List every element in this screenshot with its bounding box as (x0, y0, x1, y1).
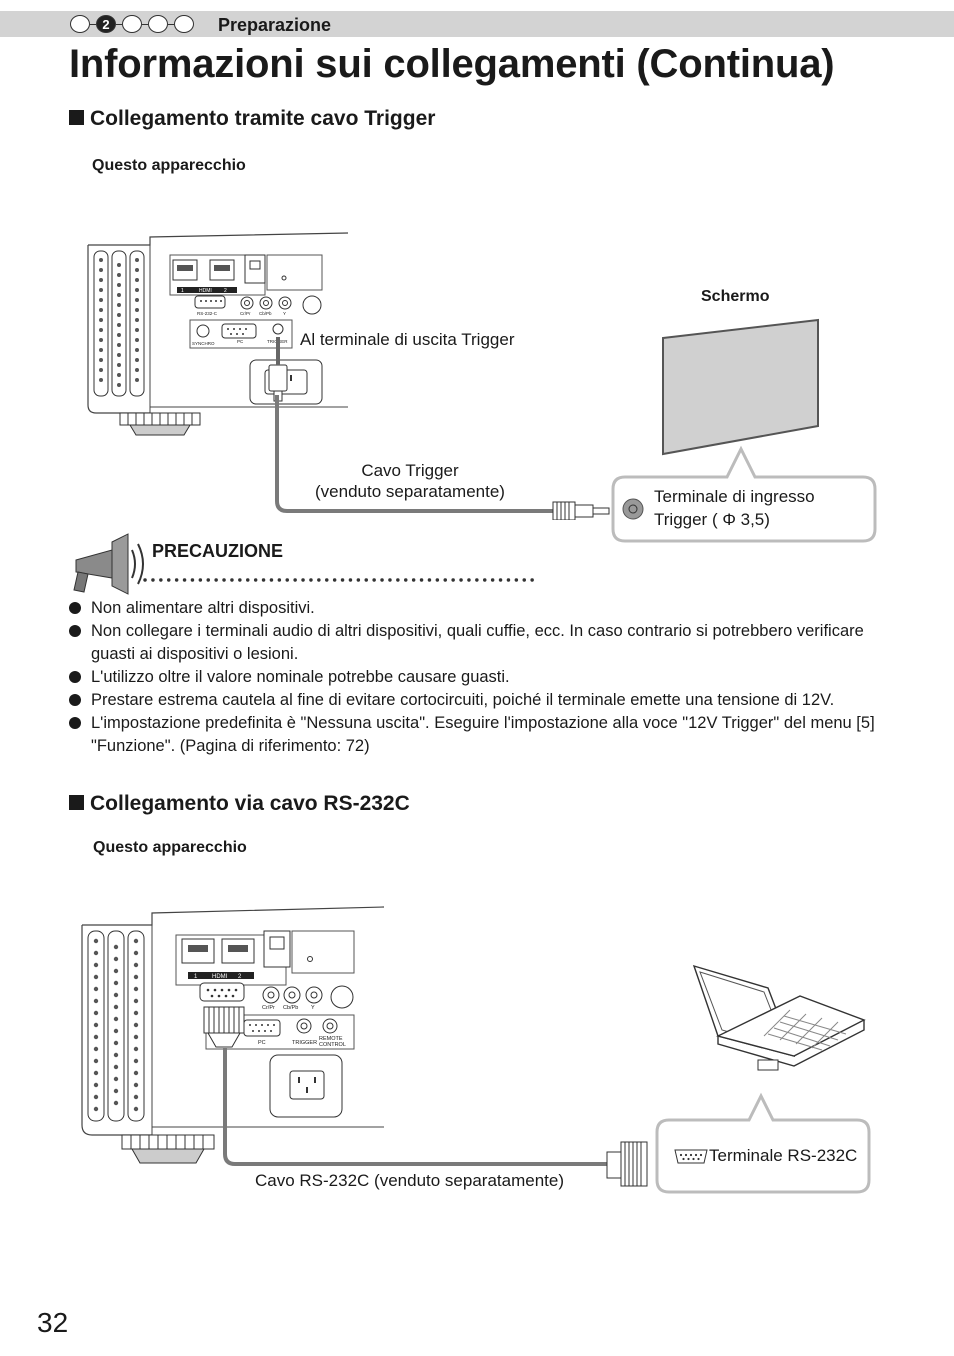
rs232-cable-label: Cavo RS-232C (venduto separatamente) (255, 1171, 564, 1190)
step-5 (174, 15, 194, 33)
trigger-input-callout (611, 445, 877, 543)
svg-text:Cr/Pr: Cr/Pr (240, 311, 251, 316)
caution-item: L'utilizzo oltre il valore nominale potr… (69, 666, 889, 689)
svg-text:CONTROL: CONTROL (319, 1042, 346, 1048)
laptop-illustration (692, 964, 866, 1071)
vent-grille (87, 930, 145, 1122)
section-name: Preparazione (218, 15, 332, 35)
rs232-port (199, 982, 245, 1002)
step-2-active: 2 (96, 15, 116, 33)
trigger-plug (268, 364, 288, 392)
svg-text:Cr/Pr: Cr/Pr (262, 1005, 275, 1011)
svg-text:2: 2 (238, 974, 242, 980)
trigger-device-label: Questo apparecchio (92, 157, 246, 174)
rs232-device-label: Questo apparecchio (93, 839, 247, 856)
step-4 (148, 15, 168, 33)
trigger-output-label: Al terminale di uscita Trigger (300, 330, 515, 349)
megaphone-icon (73, 533, 144, 595)
svg-text:2: 2 (224, 288, 227, 294)
db9-port-icon (674, 1149, 708, 1164)
rs232-port (194, 295, 226, 309)
trigger-cable-line1: Cavo Trigger (361, 461, 459, 480)
trigger-input-line1: Terminale di ingresso (654, 487, 815, 506)
cbpb-port (240, 296, 254, 310)
svg-text:Cb/Pb: Cb/Pb (283, 1005, 298, 1011)
svg-text:HDMI: HDMI (212, 974, 228, 980)
svg-text:1: 1 (181, 288, 184, 294)
caution-item: Non collegare i terminali audio di altri… (69, 620, 889, 666)
svg-text:RS-232-C: RS-232-C (197, 311, 218, 316)
svg-text:PC: PC (258, 1040, 266, 1046)
square-bullet-icon (69, 110, 84, 125)
page-number: 32 (37, 1307, 69, 1338)
trigger-mini-plug (552, 501, 610, 520)
step-1 (70, 15, 90, 33)
foot (121, 1134, 215, 1164)
vent-grille (93, 250, 145, 397)
svg-text:Y: Y (283, 311, 286, 316)
svg-text:HDMI: HDMI (199, 288, 212, 294)
step-indicator: 2 (70, 13, 194, 35)
projector-rear-diagram: 1 HDMI 2 RS-232-C Cr/Pr Cb/Pb Y SYNCHRO … (87, 232, 349, 436)
step-3 (122, 15, 142, 33)
projector-rear-diagram-2: 1 HDMI 2 Cr/Pr Cb/Pb Y PC TRIGGER REMOTE… (81, 906, 385, 1164)
svg-text:TRIGGER: TRIGGER (292, 1040, 317, 1046)
svg-text:Y: Y (311, 1005, 315, 1011)
trigger-cable (275, 395, 610, 520)
svg-text:REMOTE: REMOTE (319, 1036, 343, 1042)
rs232-plug (203, 1006, 245, 1048)
svg-text:SYNCHRO: SYNCHRO (192, 341, 215, 346)
trigger-cable-line2: (venduto separatamente) (315, 482, 505, 501)
dotted-divider (143, 578, 538, 582)
page-title: Informazioni sui collegamenti (Continua) (69, 42, 835, 86)
caution-list: Non alimentare altri dispositivi. Non co… (69, 597, 889, 758)
svg-text:Cb/Pb: Cb/Pb (259, 311, 272, 316)
trigger-input-line2: Trigger ( Φ 3,5) (654, 510, 770, 529)
svg-text:1: 1 (194, 974, 198, 980)
rs232-terminal-label: Terminale RS-232C (709, 1146, 858, 1165)
caution-item: Prestare estrema cautela al fine di evit… (69, 689, 889, 712)
svg-text:PC: PC (237, 339, 244, 344)
caution-item: L'impostazione predefinita è "Nessuna us… (69, 712, 889, 758)
rs232-db9-plug (606, 1141, 648, 1187)
square-bullet-icon (69, 795, 84, 810)
screen-illustration (662, 318, 819, 456)
foot (119, 412, 201, 436)
rs232-heading: Collegamento via cavo RS-232C (69, 792, 410, 816)
caution-title: PRECAUZIONE (152, 541, 284, 561)
trigger-heading: Collegamento tramite cavo Trigger (69, 107, 435, 131)
trigger-port (272, 323, 284, 335)
rs232-cable (223, 1048, 648, 1187)
caution-item: Non alimentare altri dispositivi. (69, 597, 889, 620)
screen-label: Schermo (701, 288, 770, 305)
rs232-terminal-callout (655, 1092, 871, 1194)
